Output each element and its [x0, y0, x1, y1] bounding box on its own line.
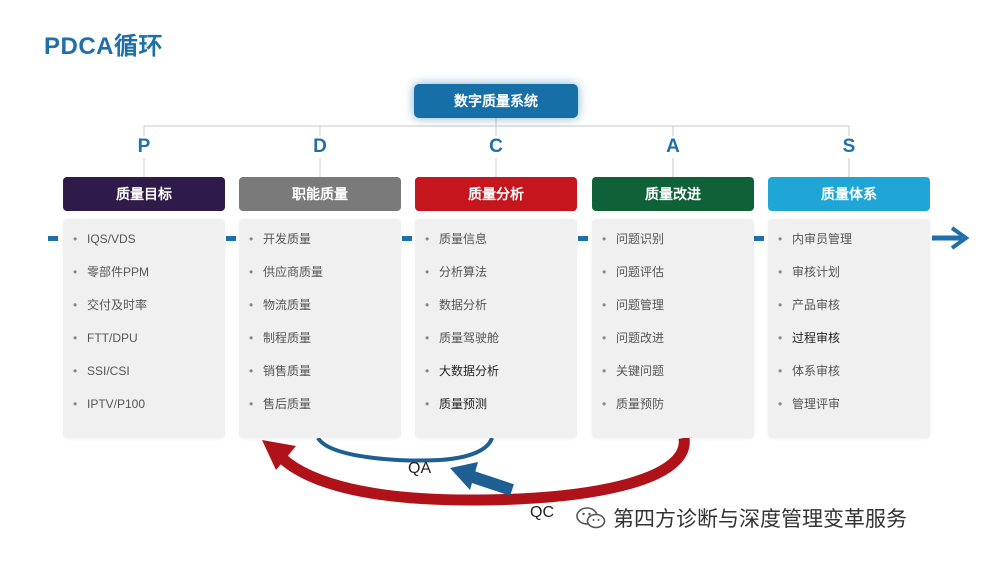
list-item: 售后质量	[249, 396, 401, 429]
timeline-dash	[754, 236, 764, 241]
list-item: 开发质量	[249, 231, 401, 264]
column-panel-c: 质量信息 分析算法 数据分析 质量驾驶舱 大数据分析 质量预测	[415, 219, 577, 438]
page-title: PDCA循环	[44, 33, 164, 60]
column-header-a: 质量改进	[592, 177, 754, 211]
list-item: 制程质量	[249, 330, 401, 363]
list-item: 零部件PPM	[73, 264, 225, 297]
qa-loop-arrow-icon	[316, 436, 494, 463]
list-item: FTT/DPU	[73, 330, 225, 363]
column-letter-p: P	[137, 136, 151, 157]
qc-label: QC	[530, 504, 554, 521]
list-item: 大数据分析	[425, 363, 577, 396]
column-letter-s: S	[842, 136, 856, 157]
watermark-text: 第四方诊断与深度管理变革服务	[613, 507, 907, 531]
timeline-dash	[48, 236, 58, 241]
wechat-icon	[576, 507, 606, 529]
column-header-d: 职能质量	[239, 177, 401, 211]
column-letter-d: D	[313, 136, 327, 157]
list-item: SSI/CSI	[73, 363, 225, 396]
column-header-s: 质量体系	[768, 177, 930, 211]
list-item: 体系审核	[778, 363, 930, 396]
list-item: 过程审核	[778, 330, 930, 363]
list-item: 审核计划	[778, 264, 930, 297]
list-item: 问题管理	[602, 297, 754, 330]
list-item: IPTV/P100	[73, 396, 225, 429]
list-item: 质量信息	[425, 231, 577, 264]
column-panel-p: IQS/VDS 零部件PPM 交付及时率 FTT/DPU SSI/CSI IPT…	[63, 219, 225, 438]
column-letter-a: A	[666, 136, 680, 157]
column-panel-s: 内审员管理 审核计划 产品审核 过程审核 体系审核 管理评审	[768, 219, 930, 438]
list-item: 管理评审	[778, 396, 930, 429]
column-panel-a: 问题识别 问题评估 问题管理 问题改进 关键问题 质量预防	[592, 219, 754, 438]
column-header-c: 质量分析	[415, 177, 577, 211]
timeline-dash	[402, 236, 412, 241]
list-item: 内审员管理	[778, 231, 930, 264]
list-item: 关键问题	[602, 363, 754, 396]
list-item: 产品审核	[778, 297, 930, 330]
list-item: 交付及时率	[73, 297, 225, 330]
list-item: 问题改进	[602, 330, 754, 363]
digital-quality-system-box: 数字质量系统	[414, 84, 578, 118]
list-item: 销售质量	[249, 363, 401, 396]
watermark: 第四方诊断与深度管理变革服务	[575, 503, 907, 533]
column-panel-d: 开发质量 供应商质量 物流质量 制程质量 销售质量 售后质量	[239, 219, 401, 438]
list-item: 数据分析	[425, 297, 577, 330]
list-item: 分析算法	[425, 264, 577, 297]
column-header-p: 质量目标	[63, 177, 225, 211]
column-letter-c: C	[489, 136, 503, 157]
list-item: 物流质量	[249, 297, 401, 330]
qc-loop-arrow-icon	[262, 437, 690, 506]
list-item: 质量预测	[425, 396, 577, 429]
timeline-arrow-icon	[932, 226, 970, 250]
timeline-dash	[226, 236, 236, 241]
list-item: 问题评估	[602, 264, 754, 297]
list-item: 供应商质量	[249, 264, 401, 297]
list-item: 质量预防	[602, 396, 754, 429]
qa-pointer-arrow-icon	[450, 462, 514, 496]
list-item: 问题识别	[602, 231, 754, 264]
timeline-dash	[578, 236, 588, 241]
list-item: 质量驾驶舱	[425, 330, 577, 363]
list-item: IQS/VDS	[73, 231, 225, 264]
qa-label: QA	[408, 460, 432, 477]
